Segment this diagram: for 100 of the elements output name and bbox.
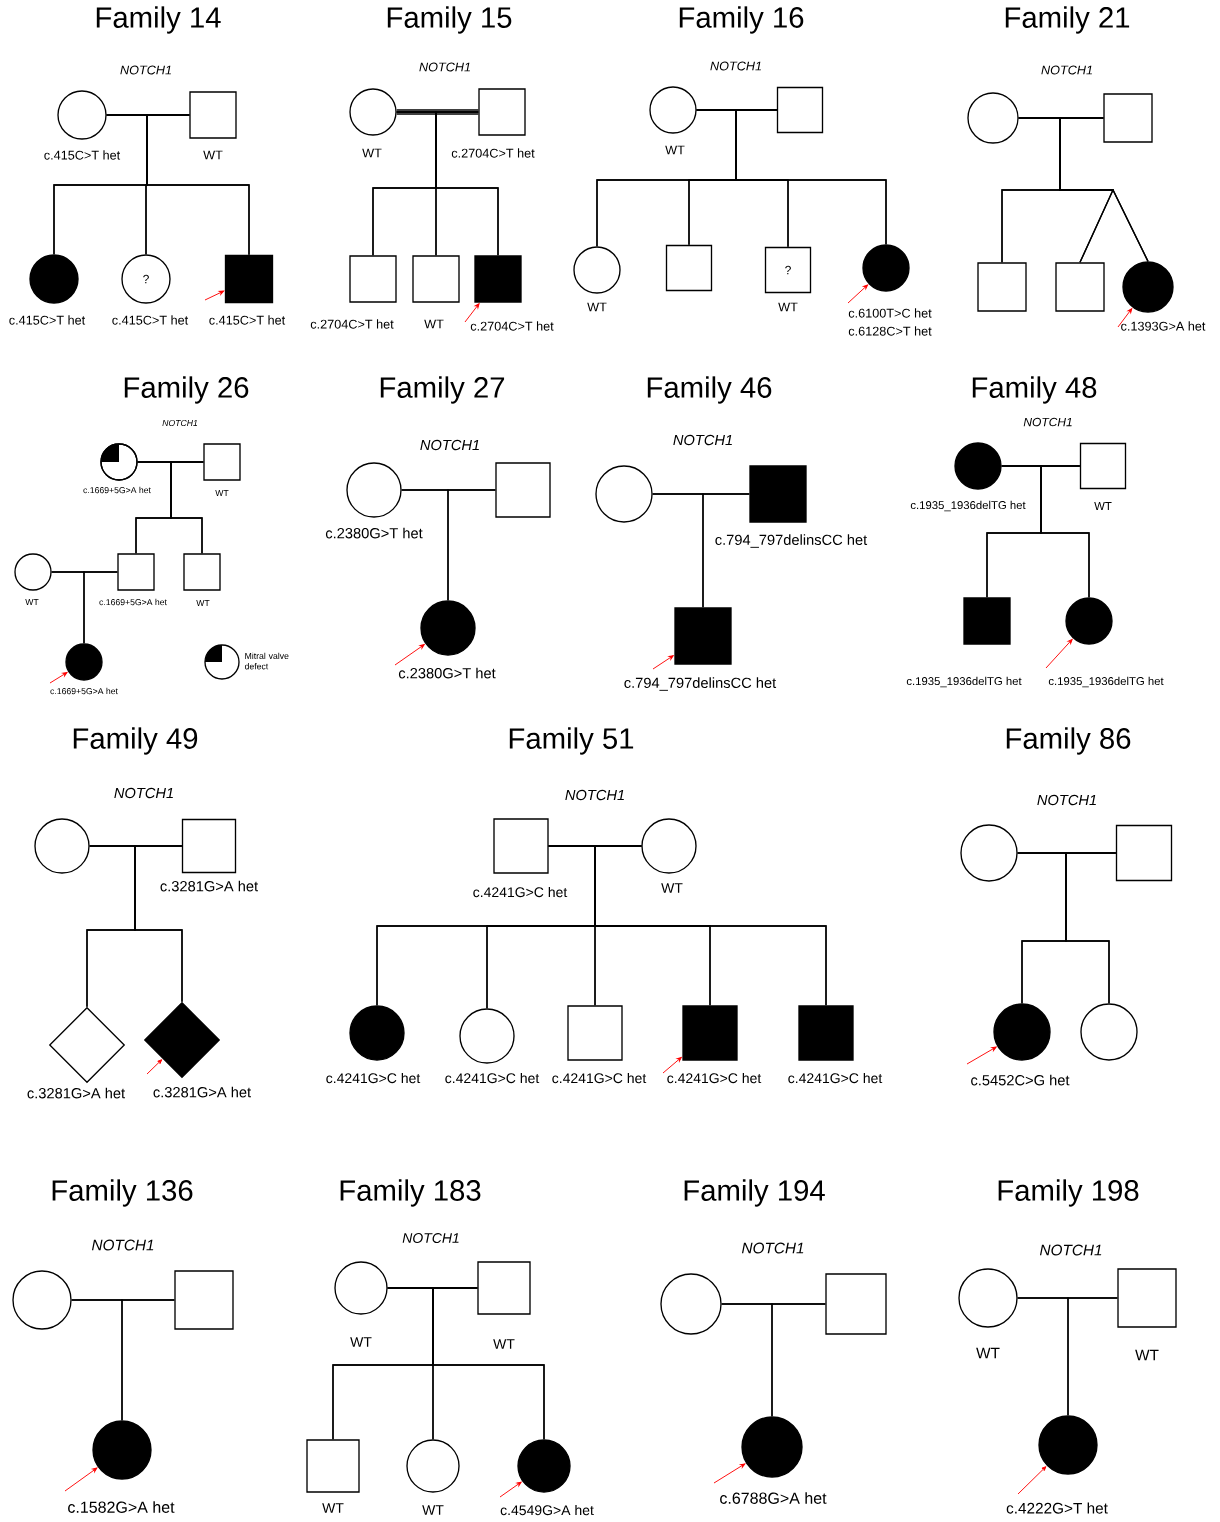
proband-arrow xyxy=(1117,308,1133,328)
pedigree-circle xyxy=(346,462,402,518)
genotype-label: c.6100T>C het xyxy=(848,308,932,318)
pedigree-circle xyxy=(349,1005,405,1061)
family-title: Family 46 xyxy=(647,376,772,404)
genotype-label: WT xyxy=(493,1339,515,1349)
pedigree-circle xyxy=(57,90,107,140)
pedigree-square xyxy=(682,1005,738,1061)
gene-label: NOTCH1 xyxy=(1041,65,1092,75)
pedigree-square: ? xyxy=(764,246,812,294)
genotype-label: c.2704C>T het xyxy=(310,319,394,329)
genotype-label: c.2380G>T het xyxy=(398,667,496,679)
pedigree-square xyxy=(203,443,241,481)
gene-label: NOTCH1 xyxy=(419,62,470,72)
family-title: Family 194 xyxy=(684,1179,825,1207)
proband-arrow xyxy=(1017,1466,1047,1495)
genotype-label: c.1669+5G>A het xyxy=(50,687,118,695)
pedigree-circle xyxy=(862,244,910,292)
genotype-label: WT xyxy=(196,600,210,606)
pedigree-circle xyxy=(14,553,52,591)
pedigree-square xyxy=(493,818,549,874)
pedigree-square xyxy=(474,255,522,303)
genotype-label: c.415C>T het xyxy=(112,315,189,325)
genotype-label: c.4241G>C het xyxy=(445,1072,540,1084)
family-title: Family 16 xyxy=(679,6,804,34)
descent-line xyxy=(1040,465,1090,598)
pedigree-circle xyxy=(641,818,697,874)
pedigree-square xyxy=(1117,1268,1177,1328)
descent-line xyxy=(432,1287,545,1440)
descent-line xyxy=(83,571,118,644)
descent-line xyxy=(170,461,204,554)
proband-arrow xyxy=(64,1467,98,1492)
genotype-label: c.794_797delinsCC het xyxy=(624,677,777,691)
family-title: Family 136 xyxy=(52,1179,193,1207)
genotype-label: c.1935_1936delTG het xyxy=(906,676,1022,688)
gene-label: NOTCH1 xyxy=(565,789,624,801)
genotype-label: WT xyxy=(422,1505,444,1515)
proband-arrow xyxy=(49,672,68,684)
pedigree-circle xyxy=(1065,597,1113,645)
genotype-label: c.1393G>A het xyxy=(1121,321,1206,331)
descent-line xyxy=(1067,1297,1118,1416)
family-title: Family 49 xyxy=(73,727,198,755)
pedigree-circle xyxy=(349,88,397,136)
genotype-label: WT xyxy=(778,302,798,312)
proband-arrow xyxy=(499,1481,522,1498)
pedigree-circle xyxy=(459,1008,515,1064)
descent-line xyxy=(702,493,750,608)
family-title: Family 15 xyxy=(387,6,512,34)
genotype-label: WT xyxy=(587,302,607,312)
family-title: Family 21 xyxy=(1005,6,1130,34)
pedigree-square xyxy=(183,553,221,591)
pedigree-square xyxy=(478,88,526,136)
genotype-label: c.3281G>A het xyxy=(153,1086,251,1098)
pedigree-square xyxy=(1079,442,1127,490)
pedigree-circle xyxy=(595,465,653,523)
pedigree-circle xyxy=(967,92,1019,144)
pedigree-circle xyxy=(573,246,621,294)
genotype-label: c.3281G>A het xyxy=(27,1087,125,1099)
pedigree-square xyxy=(1103,93,1153,143)
pedigree-circle xyxy=(741,1416,803,1478)
genotype-label: c.2704C>T het xyxy=(451,148,535,158)
genotype-label: c.2380G>T het xyxy=(325,527,423,539)
proband-arrow xyxy=(204,290,225,301)
descent-line xyxy=(447,489,496,601)
genotype-label: c.6788G>A het xyxy=(720,1492,827,1504)
pedigree-circle xyxy=(660,1273,722,1335)
genotype-label: WT xyxy=(350,1337,372,1347)
family-title: Family 86 xyxy=(1006,727,1131,755)
pedigree-square xyxy=(306,1439,360,1493)
genotype-label: WT xyxy=(976,1347,1000,1359)
pedigree-circle xyxy=(649,86,697,134)
pedigree-circle xyxy=(334,1261,388,1315)
gene-label: NOTCH1 xyxy=(710,61,761,71)
pedigree-circle xyxy=(958,1268,1018,1328)
genotype-label: WT xyxy=(661,883,683,893)
pedigree-square xyxy=(1055,262,1105,312)
proband-arrow xyxy=(847,284,869,304)
genotype-label: c.5452C>G het xyxy=(971,1074,1070,1086)
proband-arrow xyxy=(464,303,480,323)
genotype-label: WT xyxy=(665,145,685,155)
pedigree-circle xyxy=(954,442,1002,490)
descent-line xyxy=(1065,852,1117,1004)
genotype-label: WT xyxy=(215,490,229,496)
proband-arrow xyxy=(394,644,425,666)
genotype-label: c.3281G>A het xyxy=(160,880,258,892)
gene-label: NOTCH1 xyxy=(91,1239,154,1251)
gene-label: NOTCH1 xyxy=(120,65,171,75)
genotype-label: c.2704C>T het xyxy=(470,321,554,331)
pedigree-circle xyxy=(420,600,476,656)
genotype-label: c.1669+5G>A het xyxy=(99,598,167,606)
pedigree-square xyxy=(412,255,460,303)
pedigree-circle xyxy=(1122,261,1174,313)
pedigree-circle xyxy=(993,1003,1051,1061)
gene-label: NOTCH1 xyxy=(162,419,198,427)
pedigree-circle xyxy=(12,1270,72,1330)
pedigree-square xyxy=(117,553,155,591)
family-title: Family 26 xyxy=(124,376,249,404)
genotype-label: c.794_797delinsCC het xyxy=(715,534,868,548)
mating-line xyxy=(396,113,479,115)
proband-arrow xyxy=(662,1056,682,1074)
